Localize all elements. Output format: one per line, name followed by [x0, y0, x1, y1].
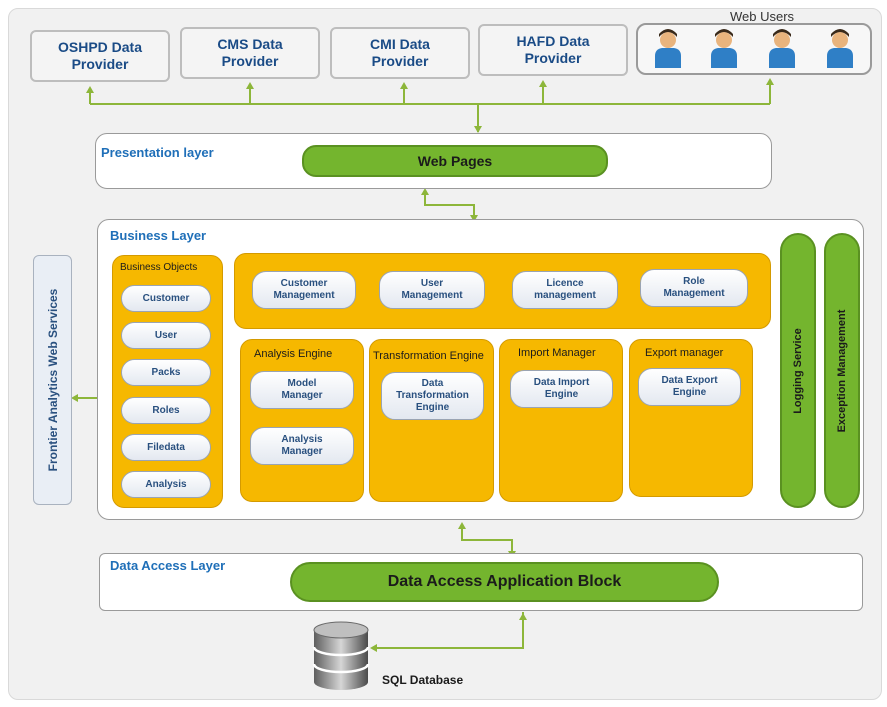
- data-access-application-block: Data Access Application Block: [290, 562, 719, 602]
- data-access-application-block-label: Data Access Application Block: [387, 573, 622, 590]
- business-object-label: Filedata: [147, 441, 185, 453]
- customer-management: Customer Management: [252, 271, 356, 309]
- data-transformation-engine: Data Transformation Engine: [381, 372, 484, 420]
- analysis-engine-panel: [240, 339, 364, 502]
- frontier-analytics-label: Frontier Analytics Web Services: [45, 288, 60, 472]
- database-label: SQL Database: [382, 673, 464, 687]
- data-access-layer-title: Data Access Layer: [110, 558, 226, 573]
- user-icon: [711, 29, 737, 68]
- import-manager-panel: [499, 339, 623, 502]
- role-management: Role Management: [640, 269, 748, 307]
- transformation-engine-panel: [369, 339, 494, 502]
- engine-item-label: Analysis Manager: [281, 434, 323, 457]
- user-icon: [827, 29, 853, 68]
- management-label: Licence management: [534, 278, 596, 301]
- business-object-label: Packs: [151, 366, 181, 378]
- management-label: Role Management: [663, 276, 725, 299]
- provider-cms: CMS Data Provider: [180, 27, 320, 79]
- management-label: Customer Management: [273, 278, 335, 301]
- business-object-user: User: [121, 322, 211, 349]
- user-icon: [655, 29, 681, 68]
- user-management: User Management: [379, 271, 485, 309]
- web-users-icons: [655, 29, 853, 68]
- licence-management: Licence management: [512, 271, 618, 309]
- provider-label: OSHPD Data Provider: [57, 39, 143, 72]
- engine-item-label: Model Manager: [281, 378, 323, 401]
- data-export-engine: Data Export Engine: [638, 368, 741, 406]
- provider-hafd: HAFD Data Provider: [478, 24, 628, 76]
- exception-management: Exception Management: [824, 233, 860, 508]
- business-layer-title: Business Layer: [110, 228, 207, 243]
- business-object-label: User: [154, 329, 178, 341]
- business-object-label: Roles: [152, 404, 180, 416]
- business-object-label: Analysis: [145, 478, 187, 490]
- analysis-engine-title: Analysis Engine: [254, 348, 333, 360]
- business-object-roles: Roles: [121, 397, 211, 424]
- management-label: User Management: [401, 278, 463, 301]
- provider-oshpd: OSHPD Data Provider: [30, 30, 170, 82]
- model-manager: Model Manager: [250, 371, 354, 409]
- business-object-filedata: Filedata: [121, 434, 211, 461]
- engine-item-label: Data Export Engine: [661, 375, 718, 398]
- logging-service: Logging Service: [780, 233, 816, 508]
- provider-label: HAFD Data Provider: [516, 33, 590, 66]
- database-icon: [312, 621, 370, 690]
- transformation-engine-title: Transformation Engine: [373, 350, 484, 362]
- web-pages-label: Web Pages: [417, 153, 493, 169]
- logging-service-label: Logging Service: [792, 327, 804, 414]
- provider-cmi: CMI Data Provider: [330, 27, 470, 79]
- import-manager-title: Import Manager: [518, 347, 596, 359]
- business-object-analysis: Analysis: [121, 471, 211, 498]
- frontier-analytics-web-services: Frontier Analytics Web Services: [33, 255, 72, 505]
- user-icon: [769, 29, 795, 68]
- export-manager-panel: [629, 339, 753, 497]
- engine-item-label: Data Import Engine: [533, 377, 590, 400]
- business-object-customer: Customer: [121, 285, 211, 312]
- presentation-layer-title: Presentation layer: [101, 145, 214, 160]
- engine-item-label: Data Transformation Engine: [396, 378, 469, 413]
- analysis-manager: Analysis Manager: [250, 427, 354, 465]
- provider-label: CMI Data Provider: [370, 36, 430, 69]
- provider-label: CMS Data Provider: [217, 36, 283, 69]
- business-objects-title: Business Objects: [120, 262, 198, 273]
- export-manager-title: Export manager: [645, 347, 724, 359]
- business-object-packs: Packs: [121, 359, 211, 386]
- web-pages-bar: Web Pages: [302, 145, 608, 177]
- web-users-title: Web Users: [730, 9, 795, 24]
- data-import-engine: Data Import Engine: [510, 370, 613, 408]
- business-object-label: Customer: [142, 292, 190, 304]
- exception-management-label: Exception Management: [836, 309, 848, 432]
